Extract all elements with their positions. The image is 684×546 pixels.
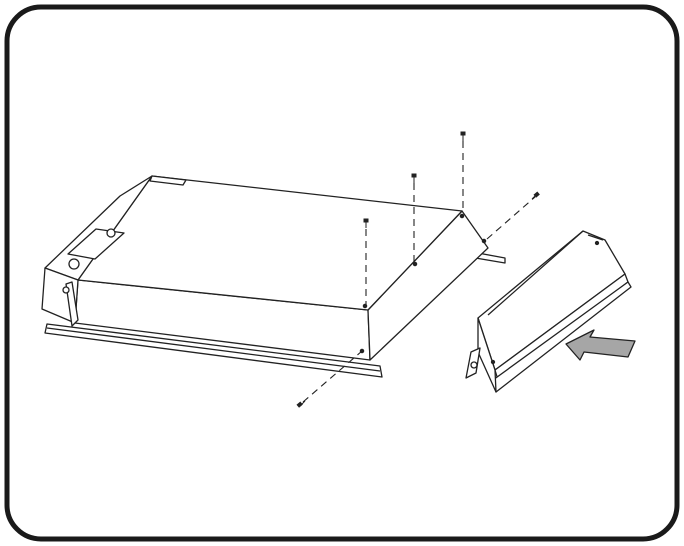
housing-rivet-3 [459,213,465,219]
range-hood-housing-icon [41,175,506,378]
guide-line-5 [486,196,536,240]
screw-icon [411,173,417,183]
panel-rivet-1 [594,240,600,246]
housing-rivet-5 [481,238,487,244]
housing-rivet-1 [362,303,368,309]
control-knob-2 [106,228,116,238]
housing-top-lip [149,175,187,186]
insertion-arrow-icon [565,329,636,361]
screws [296,131,540,408]
front-trim-panel-icon [465,230,632,393]
screw-icon [296,400,306,408]
housing-flange-edge [46,327,381,372]
housing-rivet-2 [412,261,418,267]
hinge-pivot [62,286,70,294]
panel-top-edge [587,234,604,241]
screw-icon [363,218,369,228]
panel-end-cap [477,317,497,393]
screw-icon [460,131,466,141]
guide-line-4 [302,350,363,403]
housing-bottom-flange [44,323,383,378]
housing-left-hinge [65,281,79,327]
panel-fold-line [487,230,584,316]
screw-guides [302,141,536,403]
panel-rivet-2 [490,359,496,365]
screw-icon [531,191,540,200]
panel-hinge-pivot [470,361,478,369]
control-knob-1 [68,258,80,270]
